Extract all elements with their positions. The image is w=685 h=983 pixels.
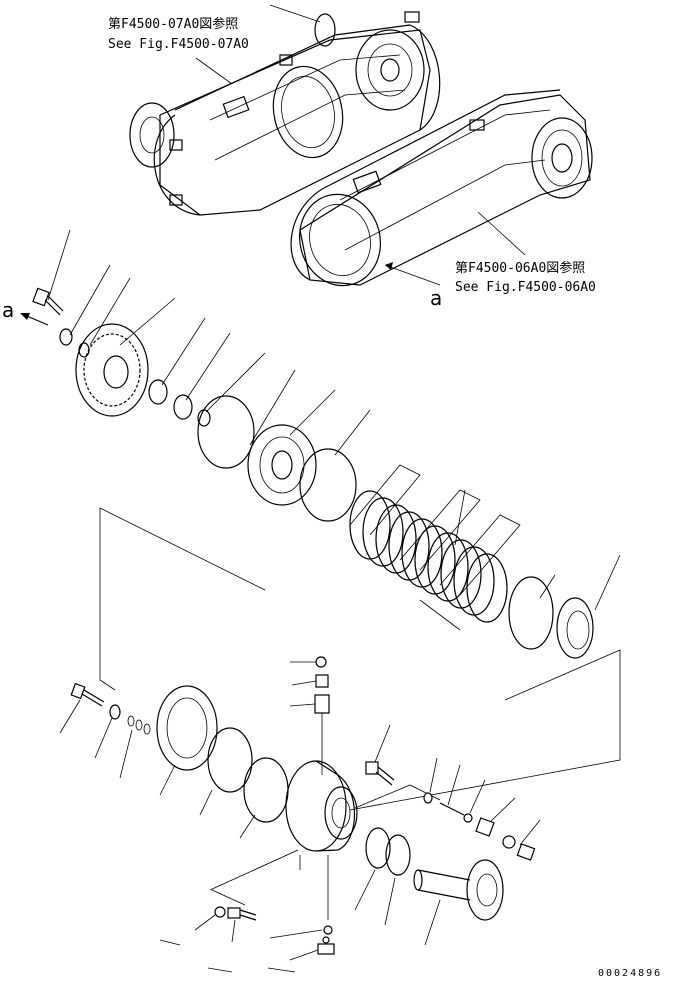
housing-right [290,89,593,287]
reference-top-en: See Fig.F4500-07A0 [108,37,249,52]
reference-right-en: See Fig.F4500-06A0 [455,280,596,295]
final-drive-housing [209,760,358,920]
fitting-stack [289,656,330,775]
arrow-a-left [20,313,49,326]
reference-top-jp: 第F4500-07A0図参照 [108,17,239,32]
reference-right-jp: 第F4500-06A0図参照 [455,261,586,276]
guide-lines [99,507,621,811]
bottom-fasteners [159,906,335,973]
housing-upper-left [129,4,441,216]
label-a-right: a [430,286,443,310]
clutch-disc-pack [349,464,621,659]
bearing-flange-group [354,827,504,946]
label-a-left: a [2,298,15,322]
bolt-gear-group [32,229,266,427]
oring-hub-group [197,369,371,522]
lower-left-group [59,682,289,839]
bolt-right [354,724,441,809]
drawing-code: 00024896 [598,968,663,979]
small-parts-right [423,757,541,861]
